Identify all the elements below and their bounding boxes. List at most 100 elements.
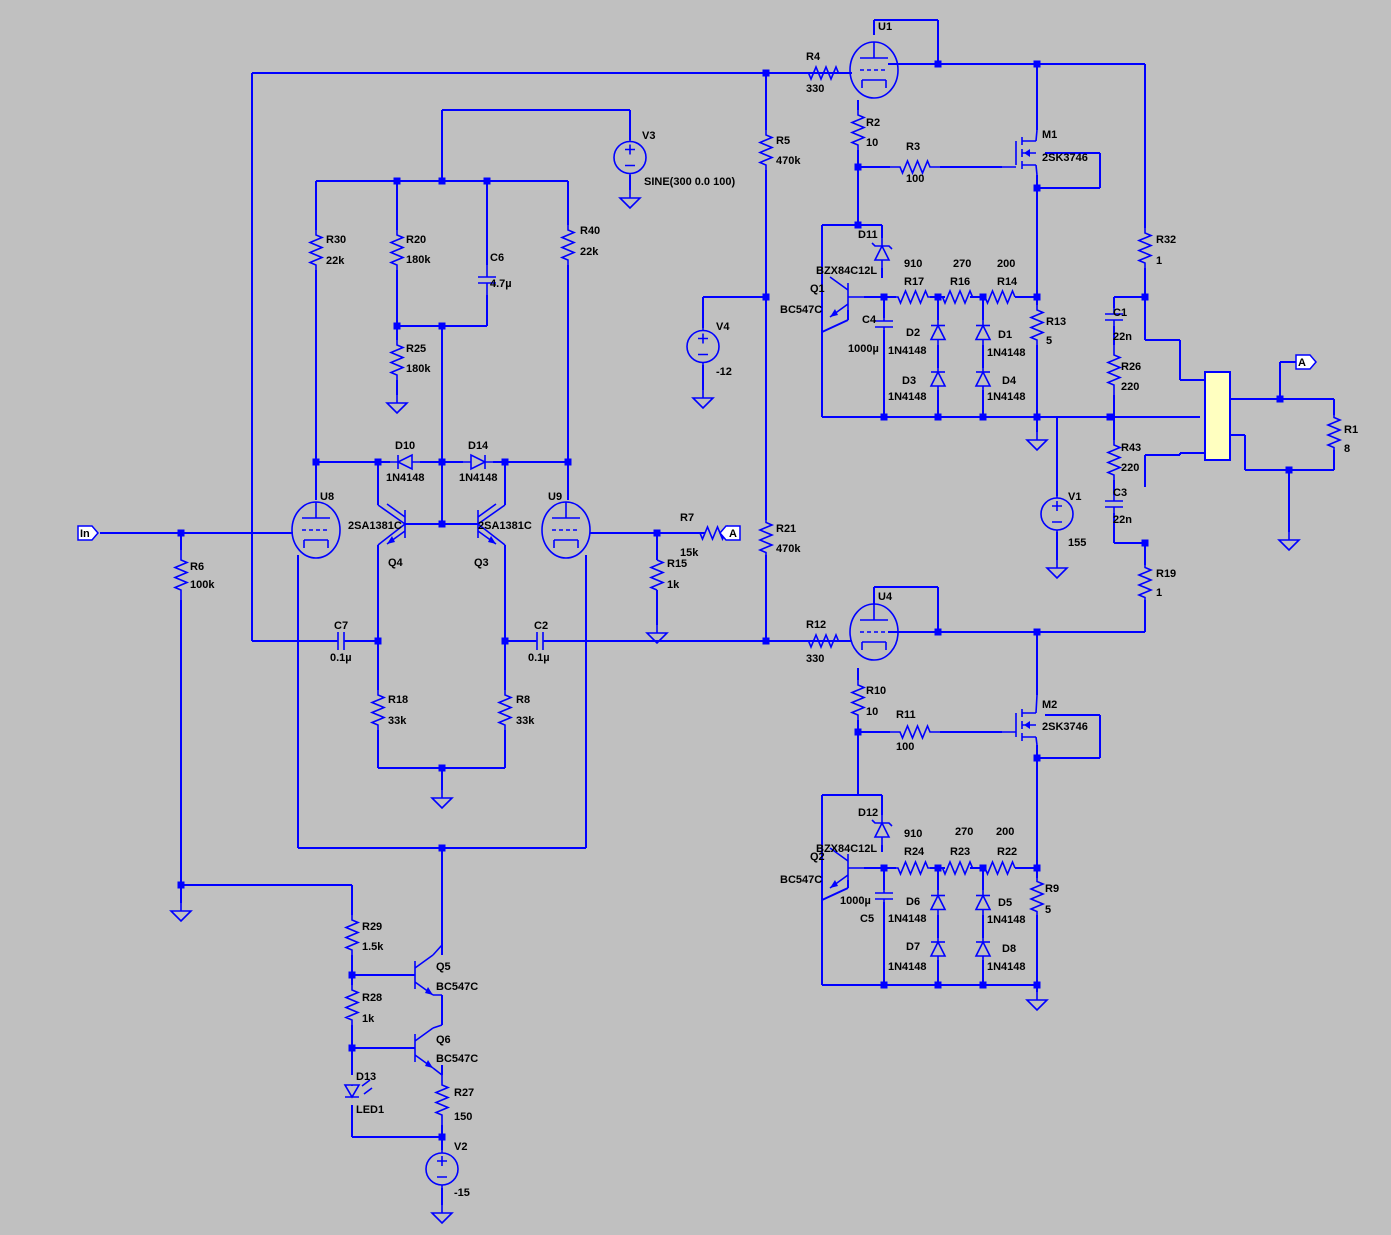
diode-d5[interactable]: [974, 890, 992, 915]
capacitor-c5[interactable]: [875, 890, 893, 902]
tube-u9[interactable]: [541, 501, 591, 559]
resistor-r9[interactable]: [1028, 878, 1046, 915]
diode-d7[interactable]: [929, 938, 947, 960]
zener-d11[interactable]: [871, 238, 893, 268]
junction: [934, 293, 942, 301]
resistor-r8[interactable]: [496, 690, 514, 730]
junction: [438, 844, 446, 852]
port-a[interactable]: A: [719, 525, 741, 541]
junction: [979, 981, 987, 989]
ground-symbol: [169, 903, 193, 923]
diode-d1[interactable]: [974, 320, 992, 345]
voltage-source-v4[interactable]: [686, 328, 720, 365]
voltage-source-v2[interactable]: [425, 1150, 459, 1188]
resistor-r18[interactable]: [369, 690, 387, 730]
resistor-r27[interactable]: [433, 1075, 451, 1125]
transistor-q5[interactable]: [414, 954, 434, 996]
wires: [100, 19, 1335, 1205]
label-r13-val: 5: [1046, 335, 1052, 347]
resistor-r10[interactable]: [849, 680, 867, 720]
zener-d12[interactable]: [871, 815, 893, 845]
resistor-r11[interactable]: [890, 723, 940, 741]
resistor-r20[interactable]: [388, 230, 406, 270]
label-r2-val: 10: [866, 137, 878, 149]
tube-u8[interactable]: [291, 501, 341, 559]
resistor-r1[interactable]: [1325, 415, 1343, 450]
label-d1-val: 1N4148: [987, 347, 1026, 359]
capacitor-c6[interactable]: [478, 265, 496, 295]
diode-d8[interactable]: [974, 938, 992, 960]
resistor-r16[interactable]: [941, 288, 974, 306]
diode-d3[interactable]: [929, 368, 947, 390]
voltage-source-v3[interactable]: [613, 140, 647, 175]
led-d13[interactable]: [343, 1079, 373, 1099]
resistor-r6[interactable]: [172, 550, 190, 600]
resistor-r13[interactable]: [1028, 305, 1046, 345]
label-r28-val: 1k: [362, 1013, 375, 1025]
output-transformer[interactable]: [1204, 371, 1231, 461]
resistor-r43[interactable]: [1105, 440, 1123, 480]
label-d7-val: 1N4148: [888, 961, 927, 973]
junctions: [177, 60, 1293, 1141]
resistor-r2[interactable]: [849, 110, 867, 150]
resistor-r28[interactable]: [343, 985, 361, 1025]
label-r10: R10: [866, 685, 886, 697]
label-q6-val: BC547C: [436, 1053, 478, 1065]
junction: [438, 458, 446, 466]
label-r32: R32: [1156, 234, 1176, 246]
resistor-r32[interactable]: [1136, 228, 1154, 268]
resistor-r19[interactable]: [1136, 565, 1154, 600]
resistor-r5[interactable]: [757, 130, 775, 170]
resistor-r29[interactable]: [343, 915, 361, 955]
resistor-r25[interactable]: [388, 340, 406, 380]
label-r19: R19: [1156, 568, 1176, 580]
diode-d2[interactable]: [929, 320, 947, 345]
port-label: A: [729, 528, 737, 540]
diode-d10[interactable]: [390, 453, 420, 471]
label-r24: R24: [904, 846, 925, 858]
resistor-r22[interactable]: [984, 859, 1016, 877]
diode-d6[interactable]: [929, 890, 947, 915]
diode-d4[interactable]: [974, 368, 992, 390]
resistor-r21[interactable]: [757, 520, 775, 555]
resistor-r4[interactable]: [795, 64, 852, 82]
resistor-r24[interactable]: [896, 859, 930, 877]
resistor-r30[interactable]: [307, 230, 325, 270]
voltage-source-v1[interactable]: [1040, 496, 1074, 532]
label-v1: V1: [1068, 491, 1081, 503]
transistor-q6[interactable]: [414, 1027, 434, 1069]
mosfet-m1[interactable]: [1015, 137, 1036, 169]
resistor-r26[interactable]: [1105, 345, 1123, 395]
resistor-r17[interactable]: [896, 288, 930, 306]
capacitor-c2[interactable]: [536, 632, 544, 650]
capacitor-c4[interactable]: [875, 318, 893, 330]
transistor-q1[interactable]: [829, 276, 849, 318]
resistor-r15[interactable]: [648, 559, 666, 591]
junction: [1033, 60, 1041, 68]
tube-u1[interactable]: [849, 41, 899, 99]
junction: [1033, 981, 1041, 989]
label-r30: R30: [326, 234, 346, 246]
label-d14: D14: [468, 440, 489, 452]
resistor-r40[interactable]: [559, 225, 577, 265]
capacitor-c3[interactable]: [1105, 495, 1123, 513]
junction: [438, 1133, 446, 1141]
port-in[interactable]: In: [77, 525, 99, 541]
tube-u4[interactable]: [849, 603, 899, 661]
resistor-r23[interactable]: [941, 859, 974, 877]
resistor-r14[interactable]: [984, 288, 1016, 306]
label-r7: R7: [680, 512, 694, 524]
capacitor-c7[interactable]: [337, 632, 345, 650]
resistor-r12[interactable]: [795, 632, 852, 650]
resistor-r3[interactable]: [890, 158, 940, 176]
junction: [438, 177, 446, 185]
label-r1-val: 8: [1344, 443, 1350, 455]
mosfet-m2[interactable]: [1015, 709, 1036, 741]
label-d4-val: 1N4148: [987, 391, 1026, 403]
port-a[interactable]: A: [1295, 354, 1317, 370]
diode-d14[interactable]: [463, 453, 493, 471]
label-q6: Q6: [436, 1034, 451, 1046]
capacitor-c1[interactable]: [1105, 308, 1123, 326]
